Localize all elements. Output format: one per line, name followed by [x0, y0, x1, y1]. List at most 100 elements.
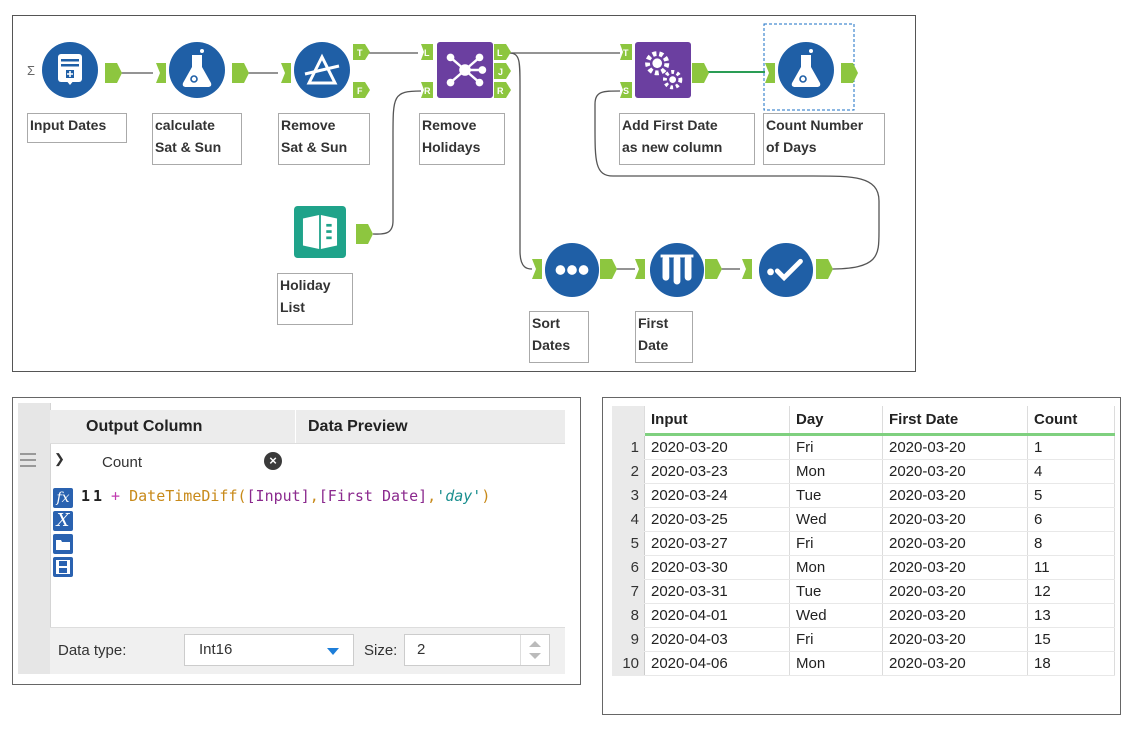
table-cell: 4 — [1027, 459, 1115, 484]
column-header-count[interactable]: Count — [1027, 406, 1115, 436]
svg-text:T: T — [623, 48, 629, 58]
row-index: 4 — [612, 507, 645, 532]
test-tubes-icon — [649, 242, 705, 298]
output-anchor[interactable] — [232, 63, 250, 83]
drag-handle-icon[interactable] — [20, 451, 36, 469]
column-header-first-date[interactable]: First Date — [882, 406, 1028, 436]
text-input-tool[interactable] — [294, 206, 346, 258]
row-index: 10 — [612, 651, 645, 676]
join-tool[interactable] — [437, 42, 493, 98]
output-column-header: Output Column — [86, 418, 203, 435]
row-index: 6 — [612, 555, 645, 580]
save-icon[interactable] — [53, 557, 73, 577]
output-anchor[interactable] — [841, 63, 859, 83]
output-anchor[interactable] — [705, 259, 723, 279]
input-anchor[interactable] — [532, 259, 544, 279]
input-anchor[interactable] — [156, 63, 168, 83]
row-index: 9 — [612, 627, 645, 652]
input-anchor[interactable] — [281, 63, 293, 83]
true-anchor[interactable]: T — [353, 44, 371, 60]
data-type-value: Int16 — [199, 641, 233, 658]
clear-icon[interactable]: × — [264, 452, 282, 470]
tool-label-input-dates: Input Dates — [27, 113, 127, 143]
table-cell: 2020-03-20 — [882, 651, 1028, 676]
size-field[interactable]: 2 — [404, 634, 550, 666]
table-cell: 2020-03-20 — [882, 459, 1028, 484]
output-anchor[interactable] — [816, 259, 834, 279]
output-anchor[interactable] — [356, 224, 374, 244]
column-header-day[interactable]: Day — [789, 406, 883, 436]
caret-down-icon — [327, 648, 339, 655]
svg-text:J: J — [498, 67, 503, 77]
open-folder-icon[interactable] — [53, 534, 73, 554]
table-cell: 2020-03-23 — [644, 459, 790, 484]
formula-tool-count[interactable] — [777, 41, 835, 99]
input-anchor[interactable] — [742, 259, 754, 279]
table-cell: 2020-04-01 — [644, 603, 790, 628]
output-anchor[interactable] — [600, 259, 618, 279]
table-cell: Wed — [789, 603, 883, 628]
table-cell: Fri — [789, 627, 883, 652]
spinner-up-icon[interactable] — [529, 641, 541, 647]
column-header-input[interactable]: Input — [644, 406, 790, 436]
input-data-tool[interactable] — [41, 41, 99, 99]
book-icon — [294, 206, 346, 258]
sort-tool[interactable] — [544, 242, 600, 298]
row-index: 7 — [612, 579, 645, 604]
tool-label-add-first-date: Add First Date as new column — [619, 113, 755, 165]
expr-comma: , — [309, 487, 319, 505]
input-anchor[interactable] — [765, 63, 777, 83]
size-spinner[interactable] — [520, 635, 549, 665]
svg-text:S: S — [623, 86, 629, 96]
expr-function: DateTimeDiff( — [129, 487, 247, 505]
output-column-field[interactable] — [86, 448, 298, 475]
input-anchor[interactable] — [635, 259, 647, 279]
table-cell: 2020-03-27 — [644, 531, 790, 556]
join-join-output-anchor[interactable]: J — [494, 63, 512, 79]
fx-icon[interactable]: fx — [53, 488, 73, 508]
flask-icon — [169, 42, 225, 98]
sample-tool[interactable] — [649, 242, 705, 298]
header-row: Input Day First Date Count — [612, 406, 1115, 436]
join-right-output-anchor[interactable]: R — [494, 82, 512, 98]
formula-expression-editor[interactable]: 1 + DateTimeDiff([Input],[First Date],'d… — [93, 487, 490, 505]
table-cell: 2020-03-20 — [882, 434, 1028, 460]
tool-label-count-days: Count Number of Days — [763, 113, 885, 165]
false-anchor[interactable]: F — [353, 82, 371, 98]
table-cell: 2020-03-30 — [644, 555, 790, 580]
variable-icon[interactable]: X — [53, 511, 73, 531]
formula-row[interactable]: ❯ × — [20, 448, 565, 476]
append-fields-tool[interactable] — [635, 42, 691, 98]
filter-tool[interactable] — [293, 41, 351, 99]
table-cell: 1 — [1027, 434, 1115, 460]
data-type-dropdown[interactable]: Int16 — [184, 634, 354, 666]
source-input-anchor[interactable]: S — [620, 82, 634, 98]
join-left-output-anchor[interactable]: L — [494, 44, 512, 60]
row-index: 5 — [612, 531, 645, 556]
row-index: 2 — [612, 459, 645, 484]
output-anchor[interactable] — [105, 63, 123, 83]
select-tool[interactable] — [758, 242, 814, 298]
output-anchor[interactable] — [692, 63, 710, 83]
workflow-canvas[interactable]: Σ Input Dates calculate Sat & Sun — [12, 15, 916, 372]
formula-tool-calc[interactable] — [168, 41, 226, 99]
table-cell: 2020-03-20 — [882, 531, 1028, 556]
spinner-down-icon[interactable] — [529, 653, 541, 659]
chevron-down-icon[interactable]: ❯ — [54, 451, 65, 466]
right-input-anchor[interactable]: R — [421, 82, 435, 98]
left-input-anchor[interactable]: L — [421, 44, 435, 60]
row-index-header — [612, 406, 645, 436]
target-input-anchor[interactable]: T — [620, 44, 634, 60]
row-index: 8 — [612, 603, 645, 628]
